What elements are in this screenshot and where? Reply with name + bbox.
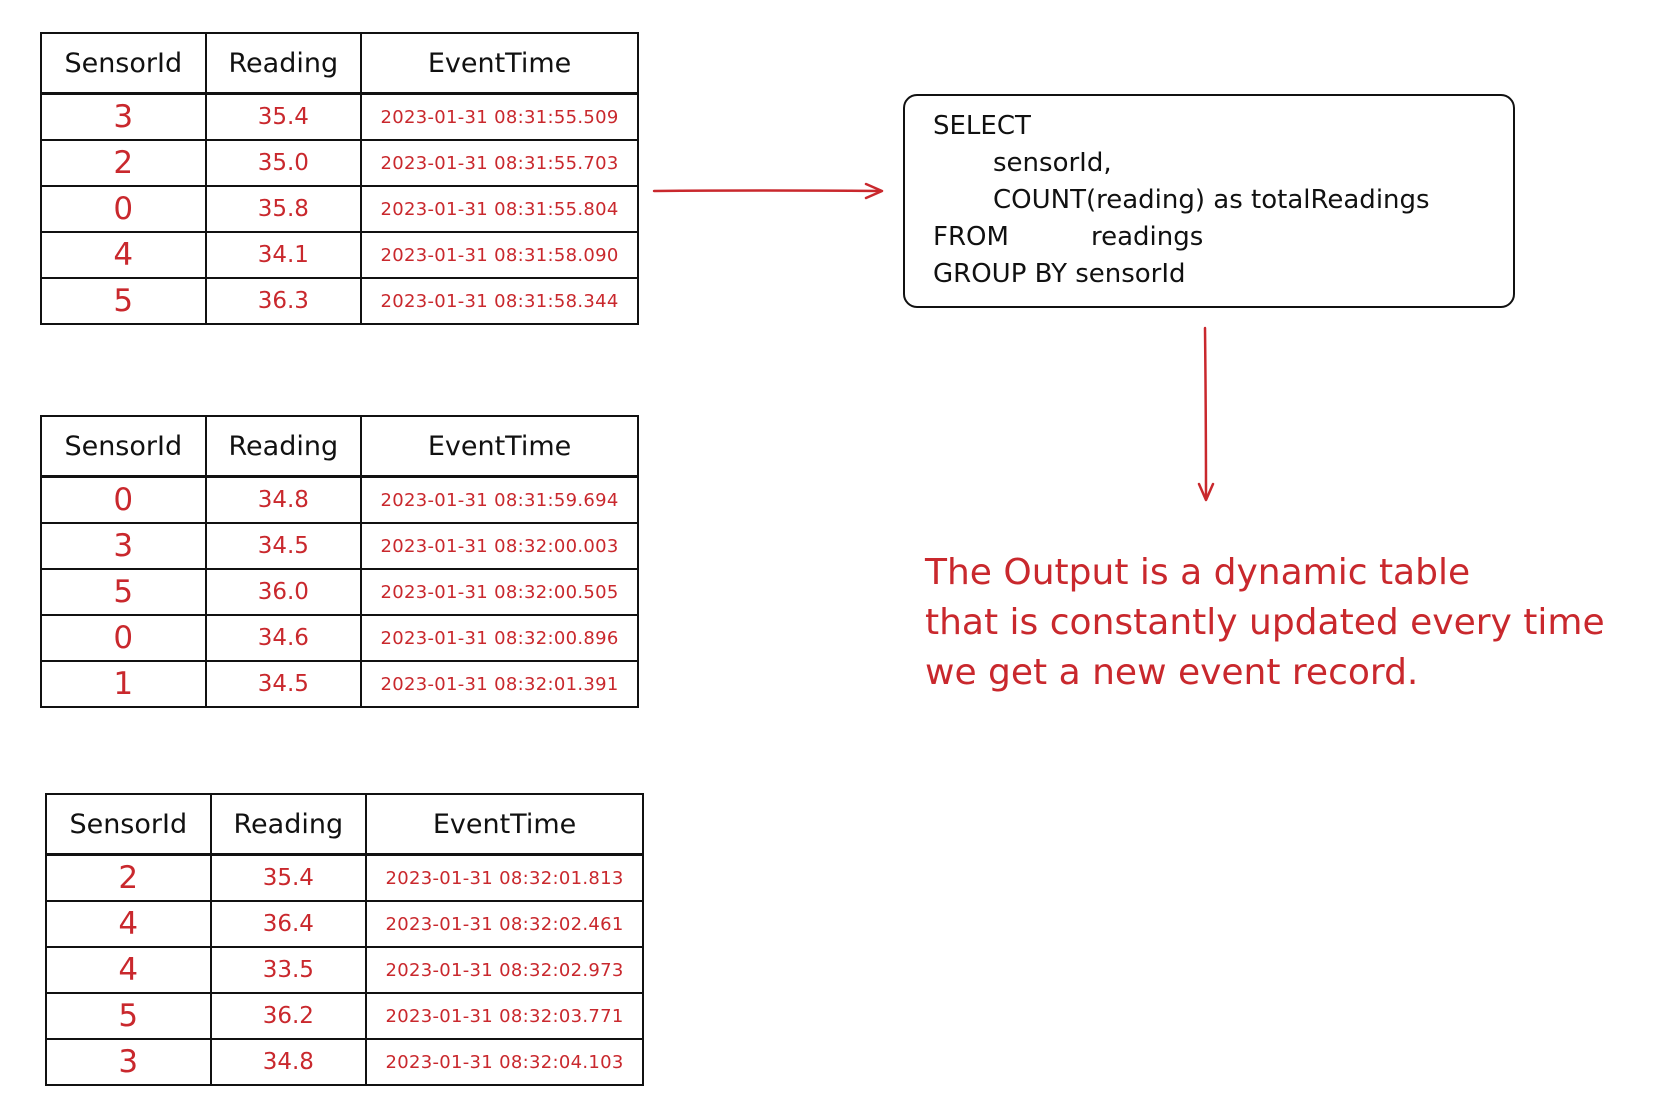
sql-from-keyword: FROM	[933, 222, 1009, 252]
event-time-cell: 2023-01-31 08:31:55.509	[360, 92, 639, 141]
table-row: 5 36.2 2023-01-31 08:32:03.771	[45, 992, 644, 1040]
sensor-readings-table-1: SensorId Reading EventTime 3 35.4 2023-0…	[40, 32, 639, 325]
reading-cell: 36.4	[209, 900, 368, 948]
sql-query-box: SELECT sensorId, COUNT(reading) as total…	[903, 94, 1515, 308]
column-header-reading: Reading	[204, 415, 363, 478]
sensor-id-cell: 1	[40, 660, 207, 708]
column-header-reading: Reading	[204, 32, 363, 95]
sql-group-by-line: GROUP BY sensorId	[933, 259, 1186, 289]
column-header-sensor-id: SensorId	[40, 415, 207, 478]
reading-cell: 34.5	[204, 522, 363, 570]
event-time-cell: 2023-01-31 08:32:00.003	[360, 522, 639, 570]
arrow-to-output	[1197, 326, 1215, 502]
sensor-id-cell: 5	[40, 568, 207, 616]
table-row: 2 35.4 2023-01-31 08:32:01.813	[45, 853, 644, 902]
sensor-readings-table-3: SensorId Reading EventTime 2 35.4 2023-0…	[45, 793, 644, 1086]
reading-cell: 36.2	[209, 992, 368, 1040]
reading-cell: 34.8	[209, 1038, 368, 1086]
reading-cell: 33.5	[209, 946, 368, 994]
table-row: 3 35.4 2023-01-31 08:31:55.509	[40, 92, 639, 141]
table-row: 5 36.3 2023-01-31 08:31:58.344	[40, 277, 639, 325]
sensor-id-cell: 0	[40, 614, 207, 662]
event-time-cell: 2023-01-31 08:31:59.694	[360, 475, 639, 524]
reading-cell: 36.0	[204, 568, 363, 616]
sensor-id-cell: 3	[45, 1038, 212, 1086]
table-row: 1 34.5 2023-01-31 08:32:01.391	[40, 660, 639, 708]
sensor-id-cell: 4	[45, 946, 212, 994]
note-line-3: we get a new event record.	[925, 652, 1419, 693]
column-header-event-time: EventTime	[365, 793, 644, 856]
reading-cell: 35.4	[209, 853, 368, 902]
event-time-cell: 2023-01-31 08:31:58.090	[360, 231, 639, 279]
reading-cell: 34.6	[204, 614, 363, 662]
table-row: 4 34.1 2023-01-31 08:31:58.090	[40, 231, 639, 279]
sensor-id-cell: 0	[40, 475, 207, 524]
sensor-id-cell: 4	[40, 231, 207, 279]
event-time-cell: 2023-01-31 08:32:02.461	[365, 900, 644, 948]
sensor-readings-table-2: SensorId Reading EventTime 0 34.8 2023-0…	[40, 415, 639, 708]
arrow-to-query	[652, 182, 884, 200]
sensor-id-cell: 3	[40, 92, 207, 141]
table-row: 0 34.8 2023-01-31 08:31:59.694	[40, 475, 639, 524]
reading-cell: 34.5	[204, 660, 363, 708]
event-time-cell: 2023-01-31 08:32:01.813	[365, 853, 644, 902]
sql-field-count: COUNT(reading) as totalReadings	[993, 185, 1430, 215]
table-row: 0 35.8 2023-01-31 08:31:55.804	[40, 185, 639, 233]
column-header-sensor-id: SensorId	[40, 32, 207, 95]
sql-from-table: readings	[1091, 222, 1204, 252]
table-header-row: SensorId Reading EventTime	[40, 32, 639, 95]
table-header-row: SensorId Reading EventTime	[45, 793, 644, 856]
sensor-id-cell: 3	[40, 522, 207, 570]
column-header-reading: Reading	[209, 793, 368, 856]
note-line-1: The Output is a dynamic table	[925, 552, 1471, 593]
reading-cell: 34.8	[204, 475, 363, 524]
reading-cell: 35.8	[204, 185, 363, 233]
sql-field-sensor-id: sensorId,	[993, 148, 1112, 178]
table-header-row: SensorId Reading EventTime	[40, 415, 639, 478]
table-row: 2 35.0 2023-01-31 08:31:55.703	[40, 139, 639, 187]
column-header-event-time: EventTime	[360, 415, 639, 478]
reading-cell: 34.1	[204, 231, 363, 279]
table-row: 0 34.6 2023-01-31 08:32:00.896	[40, 614, 639, 662]
sensor-id-cell: 5	[45, 992, 212, 1040]
event-time-cell: 2023-01-31 08:31:55.703	[360, 139, 639, 187]
table-row: 3 34.5 2023-01-31 08:32:00.003	[40, 522, 639, 570]
sensor-id-cell: 0	[40, 185, 207, 233]
event-time-cell: 2023-01-31 08:32:00.505	[360, 568, 639, 616]
output-explanation-note: The Output is a dynamic table that is co…	[925, 548, 1665, 698]
table-row: 4 36.4 2023-01-31 08:32:02.461	[45, 900, 644, 948]
sensor-id-cell: 2	[45, 853, 212, 902]
event-time-cell: 2023-01-31 08:32:03.771	[365, 992, 644, 1040]
event-time-cell: 2023-01-31 08:32:04.103	[365, 1038, 644, 1086]
event-time-cell: 2023-01-31 08:32:01.391	[360, 660, 639, 708]
note-line-2: that is constantly updated every time	[925, 602, 1605, 643]
table-row: 3 34.8 2023-01-31 08:32:04.103	[45, 1038, 644, 1086]
table-row: 5 36.0 2023-01-31 08:32:00.505	[40, 568, 639, 616]
reading-cell: 35.0	[204, 139, 363, 187]
event-time-cell: 2023-01-31 08:32:00.896	[360, 614, 639, 662]
sensor-id-cell: 2	[40, 139, 207, 187]
column-header-sensor-id: SensorId	[45, 793, 212, 856]
sensor-id-cell: 5	[40, 277, 207, 325]
event-time-cell: 2023-01-31 08:31:55.804	[360, 185, 639, 233]
reading-cell: 35.4	[204, 92, 363, 141]
column-header-event-time: EventTime	[360, 32, 639, 95]
sql-from-line: FROM readings	[933, 219, 1513, 256]
sensor-id-cell: 4	[45, 900, 212, 948]
event-time-cell: 2023-01-31 08:31:58.344	[360, 277, 639, 325]
table-row: 4 33.5 2023-01-31 08:32:02.973	[45, 946, 644, 994]
reading-cell: 36.3	[204, 277, 363, 325]
sql-select-line: SELECT	[933, 111, 1031, 141]
event-time-cell: 2023-01-31 08:32:02.973	[365, 946, 644, 994]
